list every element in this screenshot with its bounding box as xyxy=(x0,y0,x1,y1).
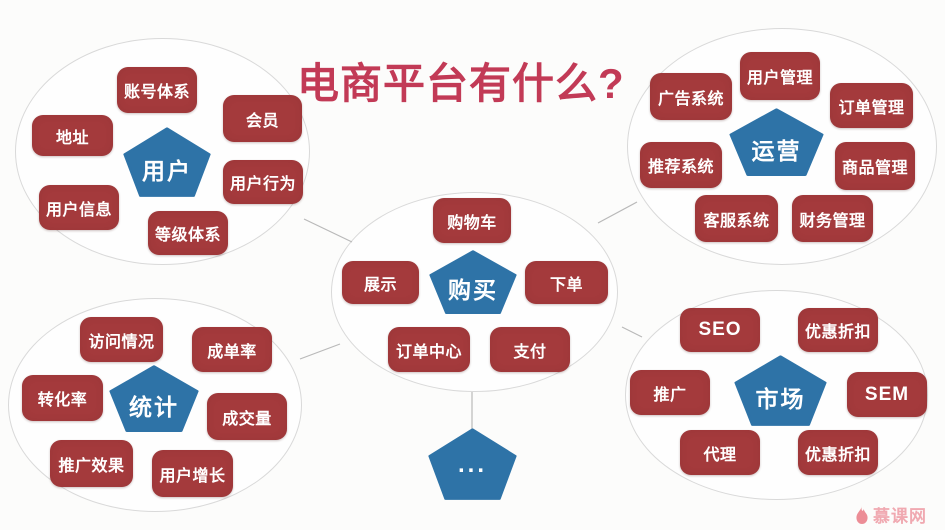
watermark-brand: 慕课网 xyxy=(873,507,927,526)
pentagon-user: 用户 xyxy=(122,127,212,198)
node-account-system: 账号体系 xyxy=(117,67,197,113)
pentagon-label-statistics: 统计 xyxy=(129,394,179,421)
pentagon-shape-icon xyxy=(734,355,827,426)
node-discount-top: 优惠折扣 xyxy=(798,308,878,352)
node-seo: SEO xyxy=(680,308,760,352)
node-promo-effect: 推广效果 xyxy=(50,440,133,487)
pentagon-shape-icon xyxy=(123,127,211,197)
pentagon-shape-icon xyxy=(729,108,824,176)
node-agent: 代理 xyxy=(680,430,760,475)
node-conversion-rate: 转化率 xyxy=(22,375,103,421)
node-finance-mgmt: 财务管理 xyxy=(792,195,873,242)
pentagon-label-market: 市场 xyxy=(755,386,806,413)
node-level-system: 等级体系 xyxy=(148,211,228,255)
node-volume: 成交量 xyxy=(207,393,287,440)
node-payment: 支付 xyxy=(490,327,570,372)
watermark: 慕课网 xyxy=(853,502,927,527)
pentagon-label-operations: 运营 xyxy=(751,137,802,164)
pentagon-label-user: 用户 xyxy=(142,157,192,184)
node-user-growth: 用户增长 xyxy=(152,450,233,497)
node-recommend-system: 推荐系统 xyxy=(640,142,722,188)
node-discount-bottom: 优惠折扣 xyxy=(798,430,878,475)
node-order-center: 订单中心 xyxy=(388,327,470,372)
node-order-rate: 成单率 xyxy=(192,327,272,372)
pentagon-operations: 运营 xyxy=(728,108,825,177)
node-display: 展示 xyxy=(342,261,419,304)
node-cart: 购物车 xyxy=(433,198,511,243)
pentagon-shape-icon xyxy=(428,428,517,500)
node-user-info: 用户信息 xyxy=(39,185,119,230)
node-sem: SEM xyxy=(847,372,927,417)
connector-purchase-operations xyxy=(597,201,638,224)
node-product-mgmt: 商品管理 xyxy=(835,142,915,190)
pentagon-label-more: ... xyxy=(457,451,487,479)
connector-purchase-statistics xyxy=(299,343,341,360)
connector-purchase-market xyxy=(621,326,643,338)
node-user-behavior: 用户行为 xyxy=(223,160,303,204)
node-order-mgmt: 订单管理 xyxy=(830,83,913,128)
node-place-order: 下单 xyxy=(525,261,608,304)
pentagon-purchase: 购买 xyxy=(428,250,518,315)
flame-icon xyxy=(856,505,868,524)
node-ad-system: 广告系统 xyxy=(650,73,732,120)
pentagon-shape-icon xyxy=(109,365,199,432)
node-promotion: 推广 xyxy=(630,370,710,415)
pentagon-statistics: 统计 xyxy=(108,365,200,433)
pentagon-shape-icon xyxy=(429,250,517,315)
connector-user-purchase xyxy=(303,218,353,243)
node-user-mgmt: 用户管理 xyxy=(740,52,820,100)
pentagon-label-purchase: 购买 xyxy=(448,277,498,304)
page-title: 电商平台有什么? xyxy=(297,60,625,107)
node-address: 地址 xyxy=(32,115,113,156)
node-member: 会员 xyxy=(223,95,302,142)
node-service-system: 客服系统 xyxy=(695,195,778,242)
pentagon-more: ... xyxy=(427,428,518,501)
pentagon-market: 市场 xyxy=(733,355,828,427)
node-visit-status: 访问情况 xyxy=(80,317,163,362)
